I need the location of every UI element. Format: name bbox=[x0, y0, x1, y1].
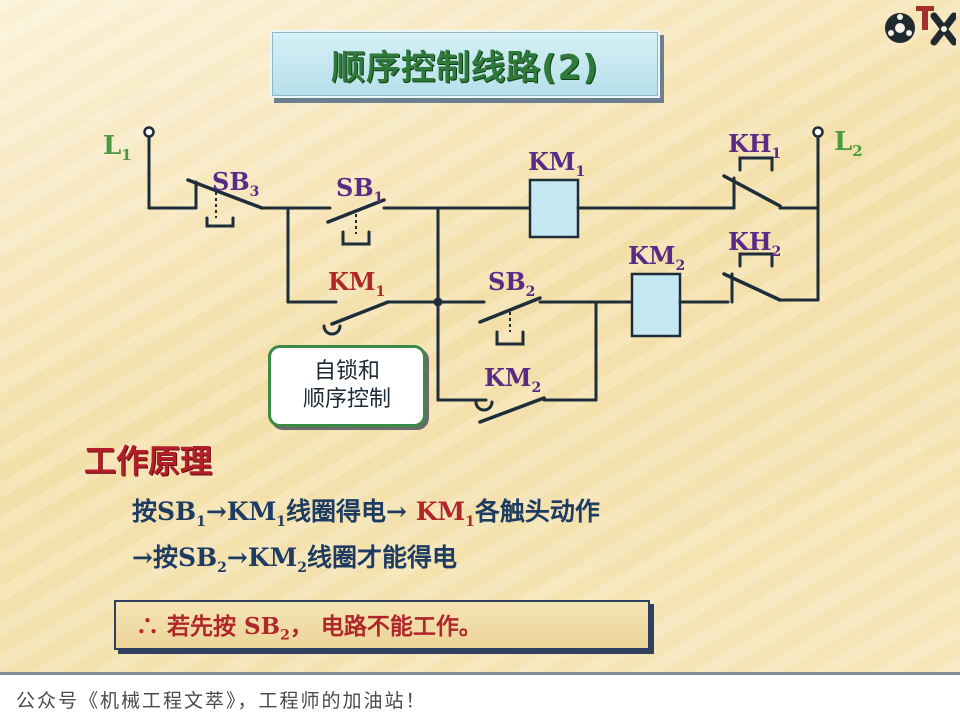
label-km1-aux: KM1 bbox=[328, 267, 385, 300]
contact-km1-aux bbox=[322, 300, 390, 336]
callout-self-lock: 自锁和 顺序控制 bbox=[268, 345, 426, 427]
label-sb3: SB3 bbox=[212, 167, 259, 200]
coil-km1 bbox=[528, 178, 580, 239]
page-title: 顺序控制线路(2) bbox=[331, 47, 599, 88]
circuit-diagram: L1 L2 SB3 SB1 KM1 KH1 KM1 SB2 KM2 KH2 KM… bbox=[103, 126, 863, 424]
background-stripes bbox=[0, 0, 960, 672]
footer-bar: 公众号《机械工程文萃》，工程师的加油站！ bbox=[0, 672, 960, 723]
label-sb1: SB1 bbox=[336, 173, 383, 206]
principle-heading: 工作原理 bbox=[84, 442, 213, 480]
contact-km2-aux bbox=[474, 396, 546, 424]
node-label-l2: L2 bbox=[834, 127, 863, 160]
coil-km2 bbox=[630, 272, 682, 338]
label-km1-coil: KM1 bbox=[528, 147, 585, 180]
footer-text: 公众号《机械工程文萃》，工程师的加油站！ bbox=[16, 689, 427, 712]
callout-line-1: 自锁和 bbox=[313, 359, 380, 384]
terminal-l1 bbox=[143, 126, 155, 138]
thermal-relay-kh2 bbox=[722, 252, 782, 304]
switch-sb1 bbox=[326, 198, 386, 246]
logo-icon bbox=[885, 6, 956, 46]
conclusion-text: ∴ 若先按 SB2， 电路不能工作。 bbox=[136, 612, 482, 644]
switch-sb2 bbox=[478, 296, 542, 346]
node-label-l1: L1 bbox=[103, 131, 132, 164]
label-kh1: KH1 bbox=[728, 129, 781, 162]
label-km2-aux: KM2 bbox=[484, 363, 541, 396]
thermal-relay-kh1 bbox=[722, 156, 782, 210]
principle-line-2: →按SB2→KM2线圈才能得电 bbox=[132, 543, 458, 576]
conclusion-box: ∴ 若先按 SB2， 电路不能工作。 bbox=[114, 600, 650, 650]
principle-line-1: 按SB1→KM1线圈得电→ KM1各触头动作 bbox=[132, 497, 600, 530]
switch-sb3 bbox=[186, 178, 264, 228]
label-kh2: KH2 bbox=[728, 227, 781, 260]
title-panel: 顺序控制线路(2) bbox=[270, 30, 660, 98]
label-sb2: SB2 bbox=[488, 267, 535, 300]
label-km2-coil: KM2 bbox=[628, 241, 685, 274]
terminal-l2 bbox=[812, 126, 824, 138]
callout-line-2: 顺序控制 bbox=[302, 387, 391, 412]
